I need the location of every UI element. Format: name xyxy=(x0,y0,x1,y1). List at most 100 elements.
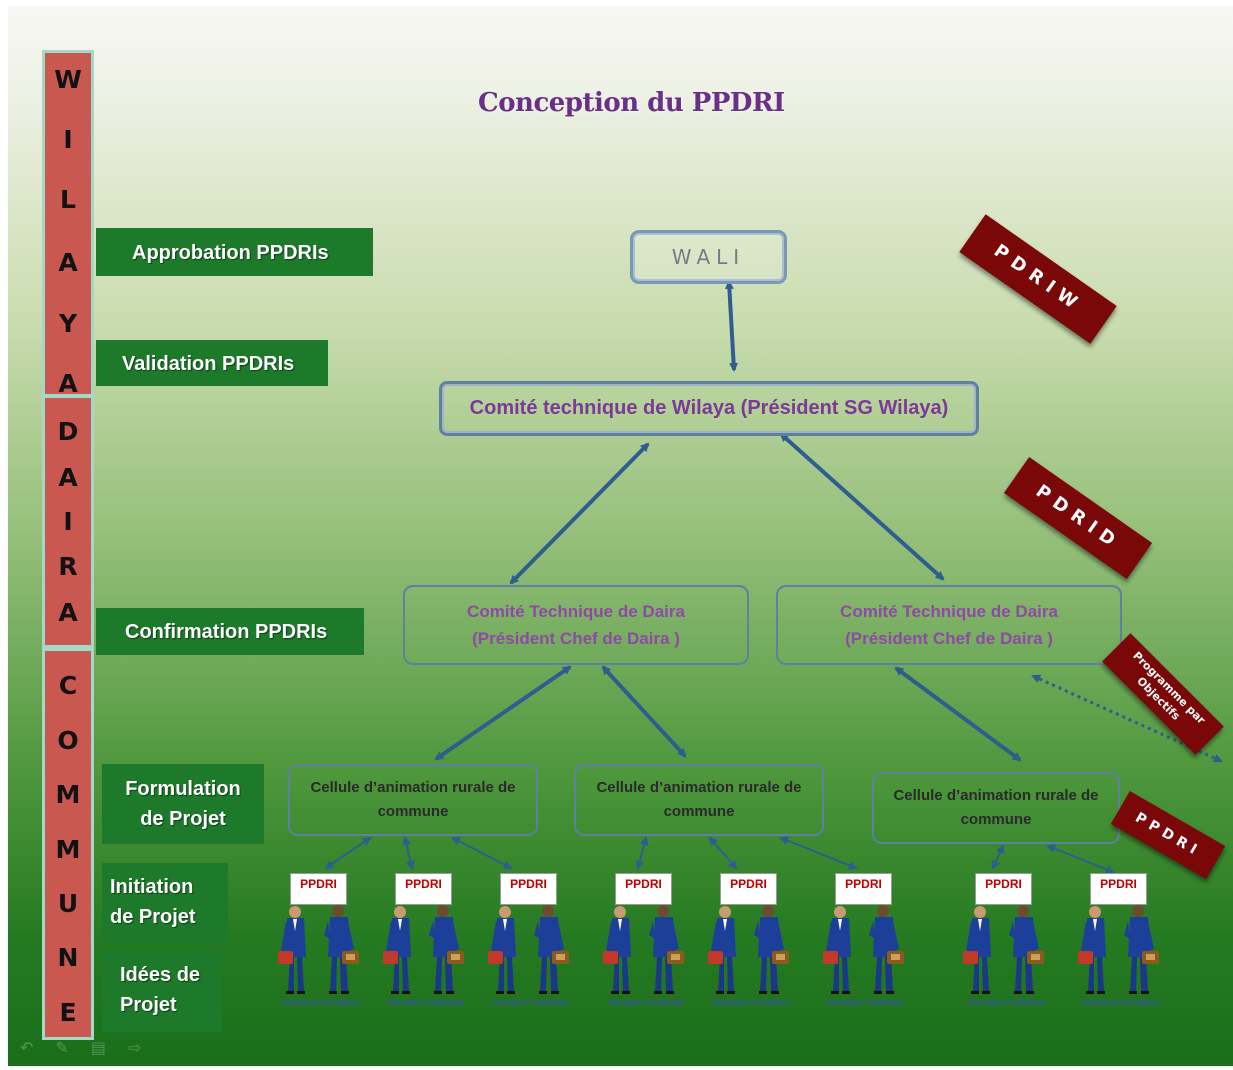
node-comite-wilaya: Comité technique de Wilaya (Président SG… xyxy=(439,381,979,436)
animators-figure xyxy=(278,905,359,994)
node-cellule-line: Cellule d’animation rurale de xyxy=(310,779,516,796)
node-cellule-line: commune xyxy=(663,803,735,820)
animator-group: PPDRI Animateur Facilitateur xyxy=(278,873,364,1013)
animator-right xyxy=(324,905,359,994)
ppdri-sign: PPDRI xyxy=(500,873,557,905)
animator-caption: Animateur Facilitateur xyxy=(1082,998,1160,1007)
animator-left xyxy=(963,906,991,994)
animators-figure xyxy=(823,905,904,994)
page-title: Conception du PPDRI xyxy=(478,88,785,118)
stage-formulation-line: de Projet xyxy=(140,808,226,830)
arrow-cellule-group xyxy=(708,836,738,870)
animator-left xyxy=(383,906,411,994)
ppdri-sign: PPDRI xyxy=(975,873,1032,905)
arrow-cellule-group xyxy=(402,836,415,870)
animator-caption: Animateur Facilitateur xyxy=(387,998,465,1007)
stage-validation: Validation PPDRIs xyxy=(96,340,328,386)
ppdri-sign: PPDRI xyxy=(290,873,347,905)
band-letter: A xyxy=(58,598,78,627)
animator-caption: Animateur Facilitateur xyxy=(282,998,360,1007)
band-letter: O xyxy=(57,726,79,755)
band-letter: A xyxy=(58,369,78,398)
animator-left xyxy=(603,906,631,994)
band-letter: A xyxy=(58,248,78,277)
band-letter: U xyxy=(57,889,79,918)
animator-left xyxy=(823,906,851,994)
slide-nav: ↶✎▤⇨ xyxy=(20,1038,163,1057)
stage-initiation-line: Initiation xyxy=(110,876,194,898)
arrow-cellule-group xyxy=(991,844,1005,870)
band-letter: I xyxy=(63,125,73,154)
band-letter: E xyxy=(59,998,77,1027)
band-letter: C xyxy=(58,671,78,700)
node-cellule: Cellule d’animation rurale de commune xyxy=(872,772,1120,844)
animator-right xyxy=(534,905,569,994)
animator-caption: Animateur Facilitateur xyxy=(712,998,790,1007)
level-band-daira: D A I R A xyxy=(42,395,94,648)
animator-group: PPDRI Animateur Facilitateur xyxy=(708,873,794,1013)
band-letter: N xyxy=(57,943,79,972)
arrow-cellule-group xyxy=(779,836,858,870)
ppdri-sign: PPDRI xyxy=(720,873,777,905)
node-cellule-line: Cellule d’animation rurale de xyxy=(596,779,802,796)
stage-confirmation: Confirmation PPDRIs xyxy=(96,608,364,655)
node-cellule: Cellule d’animation rurale de commune xyxy=(288,764,538,836)
arrow-daira-cellule-1 xyxy=(434,665,572,761)
back-icon: ↶ xyxy=(20,1038,56,1057)
stage-formulation-line: Formulation xyxy=(125,778,241,800)
node-comite-daira-line: (Président Chef de Daira ) xyxy=(472,629,680,648)
band-letter: D xyxy=(57,417,79,446)
animators-figure xyxy=(488,905,569,994)
ppdri-sign: PPDRI xyxy=(615,873,672,905)
band-letter: Y xyxy=(58,309,78,338)
arrow-daira-cellule-3 xyxy=(894,666,1022,762)
node-cellule-line: Cellule d’animation rurale de xyxy=(893,787,1099,804)
animator-group: PPDRI Animateur Facilitateur xyxy=(383,873,469,1013)
animator-right xyxy=(754,905,789,994)
animator-caption: Animateur Facilitateur xyxy=(967,998,1045,1007)
node-comite-daira-line: Comité Technique de Daira xyxy=(467,602,685,621)
band-letter: I xyxy=(63,507,73,536)
ppdri-sign: PPDRI xyxy=(835,873,892,905)
node-cellule: Cellule d’animation rurale de commune xyxy=(574,764,824,836)
arrow-daira-cellule-2 xyxy=(601,665,687,758)
animator-group: PPDRI Animateur Facilitateur xyxy=(963,873,1049,1013)
animators-figure xyxy=(603,905,684,994)
level-band-commune: C O M M U N E xyxy=(42,648,94,1040)
ppdri-sign: PPDRI xyxy=(1090,873,1147,905)
stage-formulation: Formulation de Projet xyxy=(102,764,264,844)
animators-figure xyxy=(963,905,1044,994)
animator-right xyxy=(869,905,904,994)
animator-right xyxy=(429,905,464,994)
node-wali: WALI xyxy=(630,230,787,284)
node-comite-daira: Comité Technique de Daira (Président Che… xyxy=(403,585,749,665)
pen-icon: ✎ xyxy=(55,1038,91,1057)
arrow-wali-wilaya xyxy=(724,280,739,372)
arrow-cellule-group xyxy=(1046,844,1115,874)
animator-caption: Animateur Facilitateur xyxy=(492,998,570,1007)
ppdri-sign: PPDRI xyxy=(395,873,452,905)
node-cellule-line: commune xyxy=(960,811,1032,828)
stage-idees: Idées de Projet xyxy=(102,950,222,1032)
animator-left xyxy=(708,906,736,994)
animators-figure xyxy=(708,905,789,994)
forward-icon: ⇨ xyxy=(127,1038,164,1057)
menu-icon: ▤ xyxy=(90,1038,128,1057)
stage-initiation-line: de Projet xyxy=(110,906,196,928)
arrow-wilaya-daira-left xyxy=(509,442,650,585)
animator-group: PPDRI Animateur Facilitateur xyxy=(488,873,574,1013)
animator-left xyxy=(488,906,516,994)
level-band-wilaya: W I L A Y A xyxy=(42,50,94,397)
animator-caption: Animateur Facilitateur xyxy=(827,998,905,1007)
animator-left xyxy=(278,906,306,994)
node-cellule-line: commune xyxy=(377,803,449,820)
band-letter: W xyxy=(54,65,82,94)
animators-figure xyxy=(1078,905,1159,994)
arrow-cellule-group xyxy=(635,836,649,870)
band-letter: R xyxy=(58,552,78,581)
animator-left xyxy=(1078,906,1106,994)
arrow-cellule-group xyxy=(451,837,513,869)
animator-group: PPDRI Animateur Facilitateur xyxy=(1078,873,1164,1013)
node-comite-daira-line: (Président Chef de Daira ) xyxy=(845,629,1053,648)
